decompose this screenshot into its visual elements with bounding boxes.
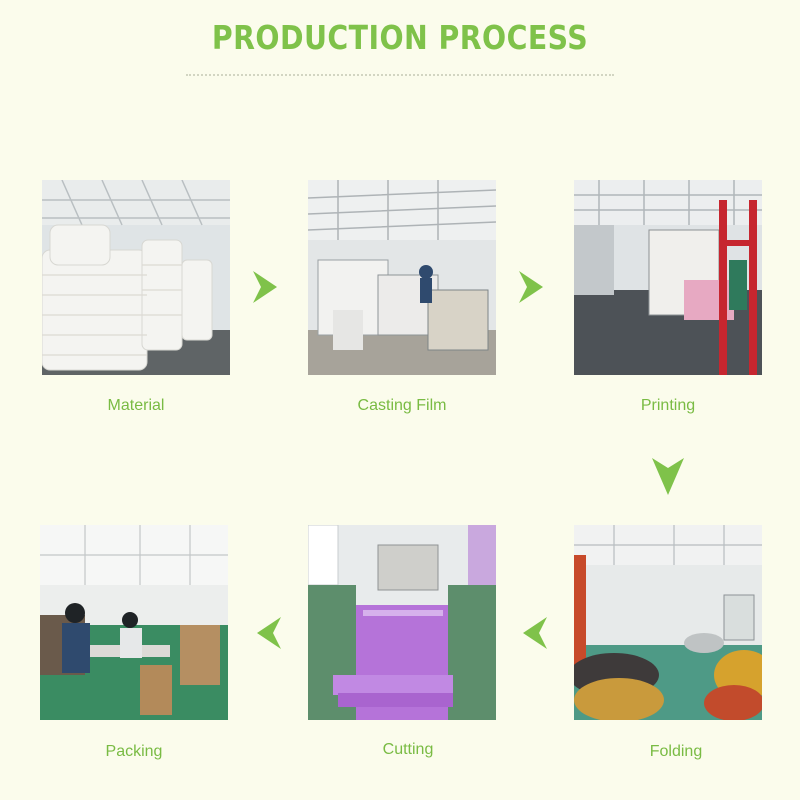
folding-photo (574, 525, 762, 720)
arrow-down-icon (652, 458, 684, 495)
step-label-material: Material (107, 397, 165, 414)
step-label-folding: Folding (649, 743, 703, 760)
material-photo (42, 180, 230, 375)
packing-photo (40, 525, 228, 720)
step-label-cutting: Cutting (382, 741, 434, 758)
step-label-packing: Packing (105, 743, 163, 760)
arrow-right-icon (253, 271, 277, 303)
casting-film-photo (308, 180, 496, 375)
step-label-printing: Printing (640, 397, 696, 414)
arrow-left-icon (257, 617, 281, 649)
title-divider (186, 74, 614, 76)
cutting-photo (308, 525, 496, 720)
arrow-right-icon (519, 271, 543, 303)
page-title: PRODUCTION PROCESS (211, 18, 589, 57)
step-label-casting-film: Casting Film (357, 397, 447, 414)
arrow-left-icon (523, 617, 547, 649)
printing-photo (574, 180, 762, 375)
